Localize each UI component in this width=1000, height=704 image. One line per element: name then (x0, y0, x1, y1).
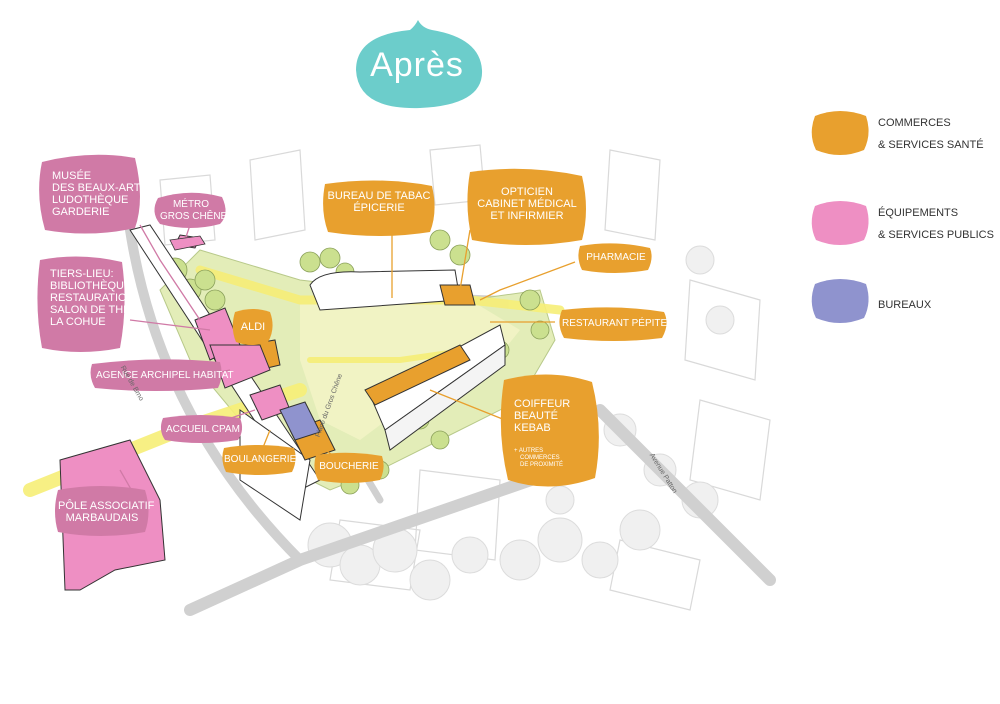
legend-swatch-equipements (811, 201, 869, 245)
label-pharmacie: Pharmacie (586, 252, 646, 263)
map-title: Après (370, 46, 464, 84)
label-coiffeur-sub: + Autrescommercesde proximité (514, 448, 564, 468)
label-restaurant: Restaurant Pépites (562, 318, 674, 329)
label-tiers-lieu: Tiers-lieu:bibliothèque, restauration-sa… (50, 268, 139, 328)
label-coiffeur: CoiffeurBeautéKebab (514, 398, 571, 434)
label-aldi: Aldi (240, 321, 266, 333)
title-bubble (356, 20, 483, 109)
legend-swatch-commerces (811, 111, 869, 155)
label-accueil: Accueil CPAM (166, 424, 240, 435)
legend-swatch-bureaux (811, 279, 869, 323)
legend-label-commerces: Commerces& services santé (878, 117, 984, 151)
background-buildings (159, 144, 771, 611)
label-tabac: Bureau de tabacÉpicerie (327, 190, 431, 214)
label-agence: Agence Archipel Habitat (96, 370, 234, 381)
label-metro: MétroGros Chêne (160, 199, 228, 222)
label-opticien: Opticiencabinet médicalet infirmier (477, 186, 577, 222)
legend-swatches (811, 111, 869, 323)
metro-station (169, 235, 206, 251)
label-boucherie: Boucherie (319, 461, 379, 472)
label-musee: Muséedes Beaux-Arts LudothèqueGarderie (52, 170, 148, 218)
label-blobs (37, 154, 667, 536)
legend-label-equipements: Équipements& services publics (878, 207, 994, 241)
label-pole: Pôle associatifMarbaudais (58, 500, 155, 524)
legend-label-bureaux: Bureaux (878, 299, 932, 311)
label-boulangerie: Boulangerie (224, 454, 297, 465)
